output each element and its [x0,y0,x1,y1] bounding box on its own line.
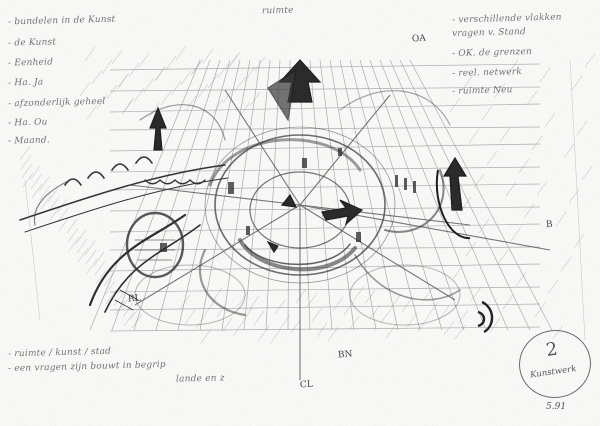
mark-rl: RL [128,294,141,305]
sketch-date: 5.91 [546,402,566,412]
drawing-title: ruimte [262,6,294,17]
stamp-number: 2 [545,339,559,361]
note-left-2: - de Kunst [8,37,56,48]
note-right-3: - OK. de grenzen [452,47,532,59]
mark-cl: CL [300,380,314,391]
note-left-4: - Ha. Ja [8,78,44,89]
note-right-4: - reel. netwerk [452,67,522,79]
mark-bn: BN [338,350,353,361]
note-bottom-3: lande en z [176,373,225,384]
note-right-5: - ruimte Neu [452,85,513,97]
note-left-7: - Maand. [8,135,50,146]
note-left-6: - Ha. Ou [8,117,48,128]
mark-oa: OA [412,34,427,45]
note-left-3: - Eenheid [8,57,53,68]
stamp-word: Kunstwerk [530,364,577,380]
mark-right: B [546,220,553,230]
note-right-2: vragen v. Stand [452,27,526,39]
